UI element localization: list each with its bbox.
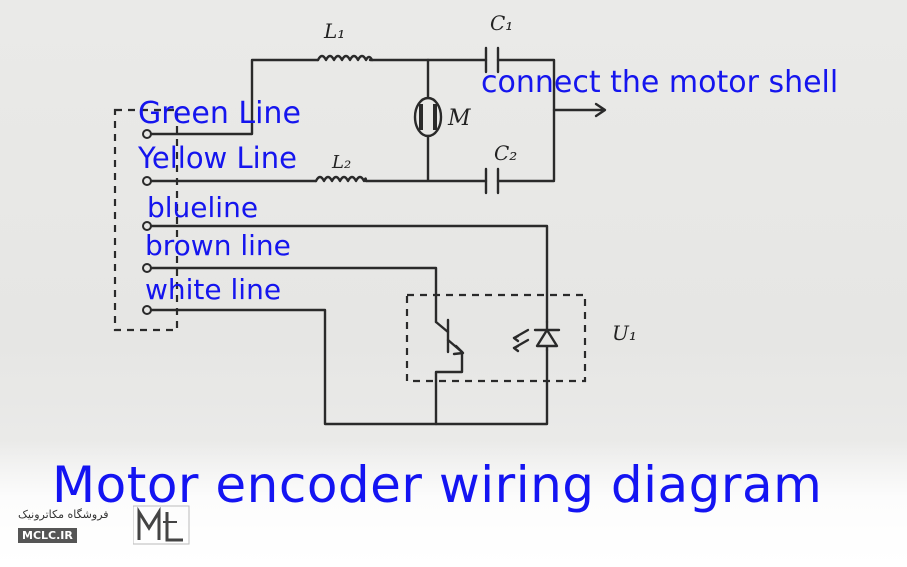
blue-line-label: blueline — [147, 191, 259, 224]
mclc-logo-icon — [133, 505, 190, 545]
capacitor-c1 — [484, 46, 500, 74]
label-l1: L₁ — [323, 19, 345, 43]
transistor-emitter-wire — [434, 350, 464, 426]
optocoupler-box — [405, 293, 587, 383]
blue-wire — [149, 224, 549, 324]
brown-wire — [149, 266, 438, 324]
motor-shell-arrow — [552, 102, 607, 118]
white-wire — [149, 308, 549, 426]
label-c1: C₁ — [490, 11, 513, 35]
motor-shell-annotation: connect the motor shell — [481, 65, 839, 100]
phototransistor — [434, 318, 465, 356]
label-l2: L₂ — [331, 152, 351, 173]
diagram-title: Motor encoder wiring diagram — [52, 456, 823, 514]
motor-symbol — [413, 96, 443, 138]
capacitor-c2 — [484, 167, 500, 195]
label-c2: C₂ — [494, 141, 517, 165]
brown-line-label: brown line — [145, 229, 291, 262]
label-m: M — [447, 106, 471, 131]
watermark-url: MCLC.IR — [18, 528, 77, 543]
bottom-fade-overlay — [0, 440, 907, 567]
green-line-label: Green Line — [138, 96, 301, 131]
white-line-label: white line — [145, 273, 282, 306]
inductor-l1 — [316, 54, 374, 62]
connector-box — [113, 108, 179, 332]
inductor-l2 — [314, 175, 368, 183]
watermark-shop-name: فروشگاه مکاترونیک — [18, 508, 109, 521]
led-diode — [512, 320, 561, 353]
label-u1: U₁ — [612, 321, 637, 345]
yellow-line-label: Yellow Line — [138, 141, 297, 175]
